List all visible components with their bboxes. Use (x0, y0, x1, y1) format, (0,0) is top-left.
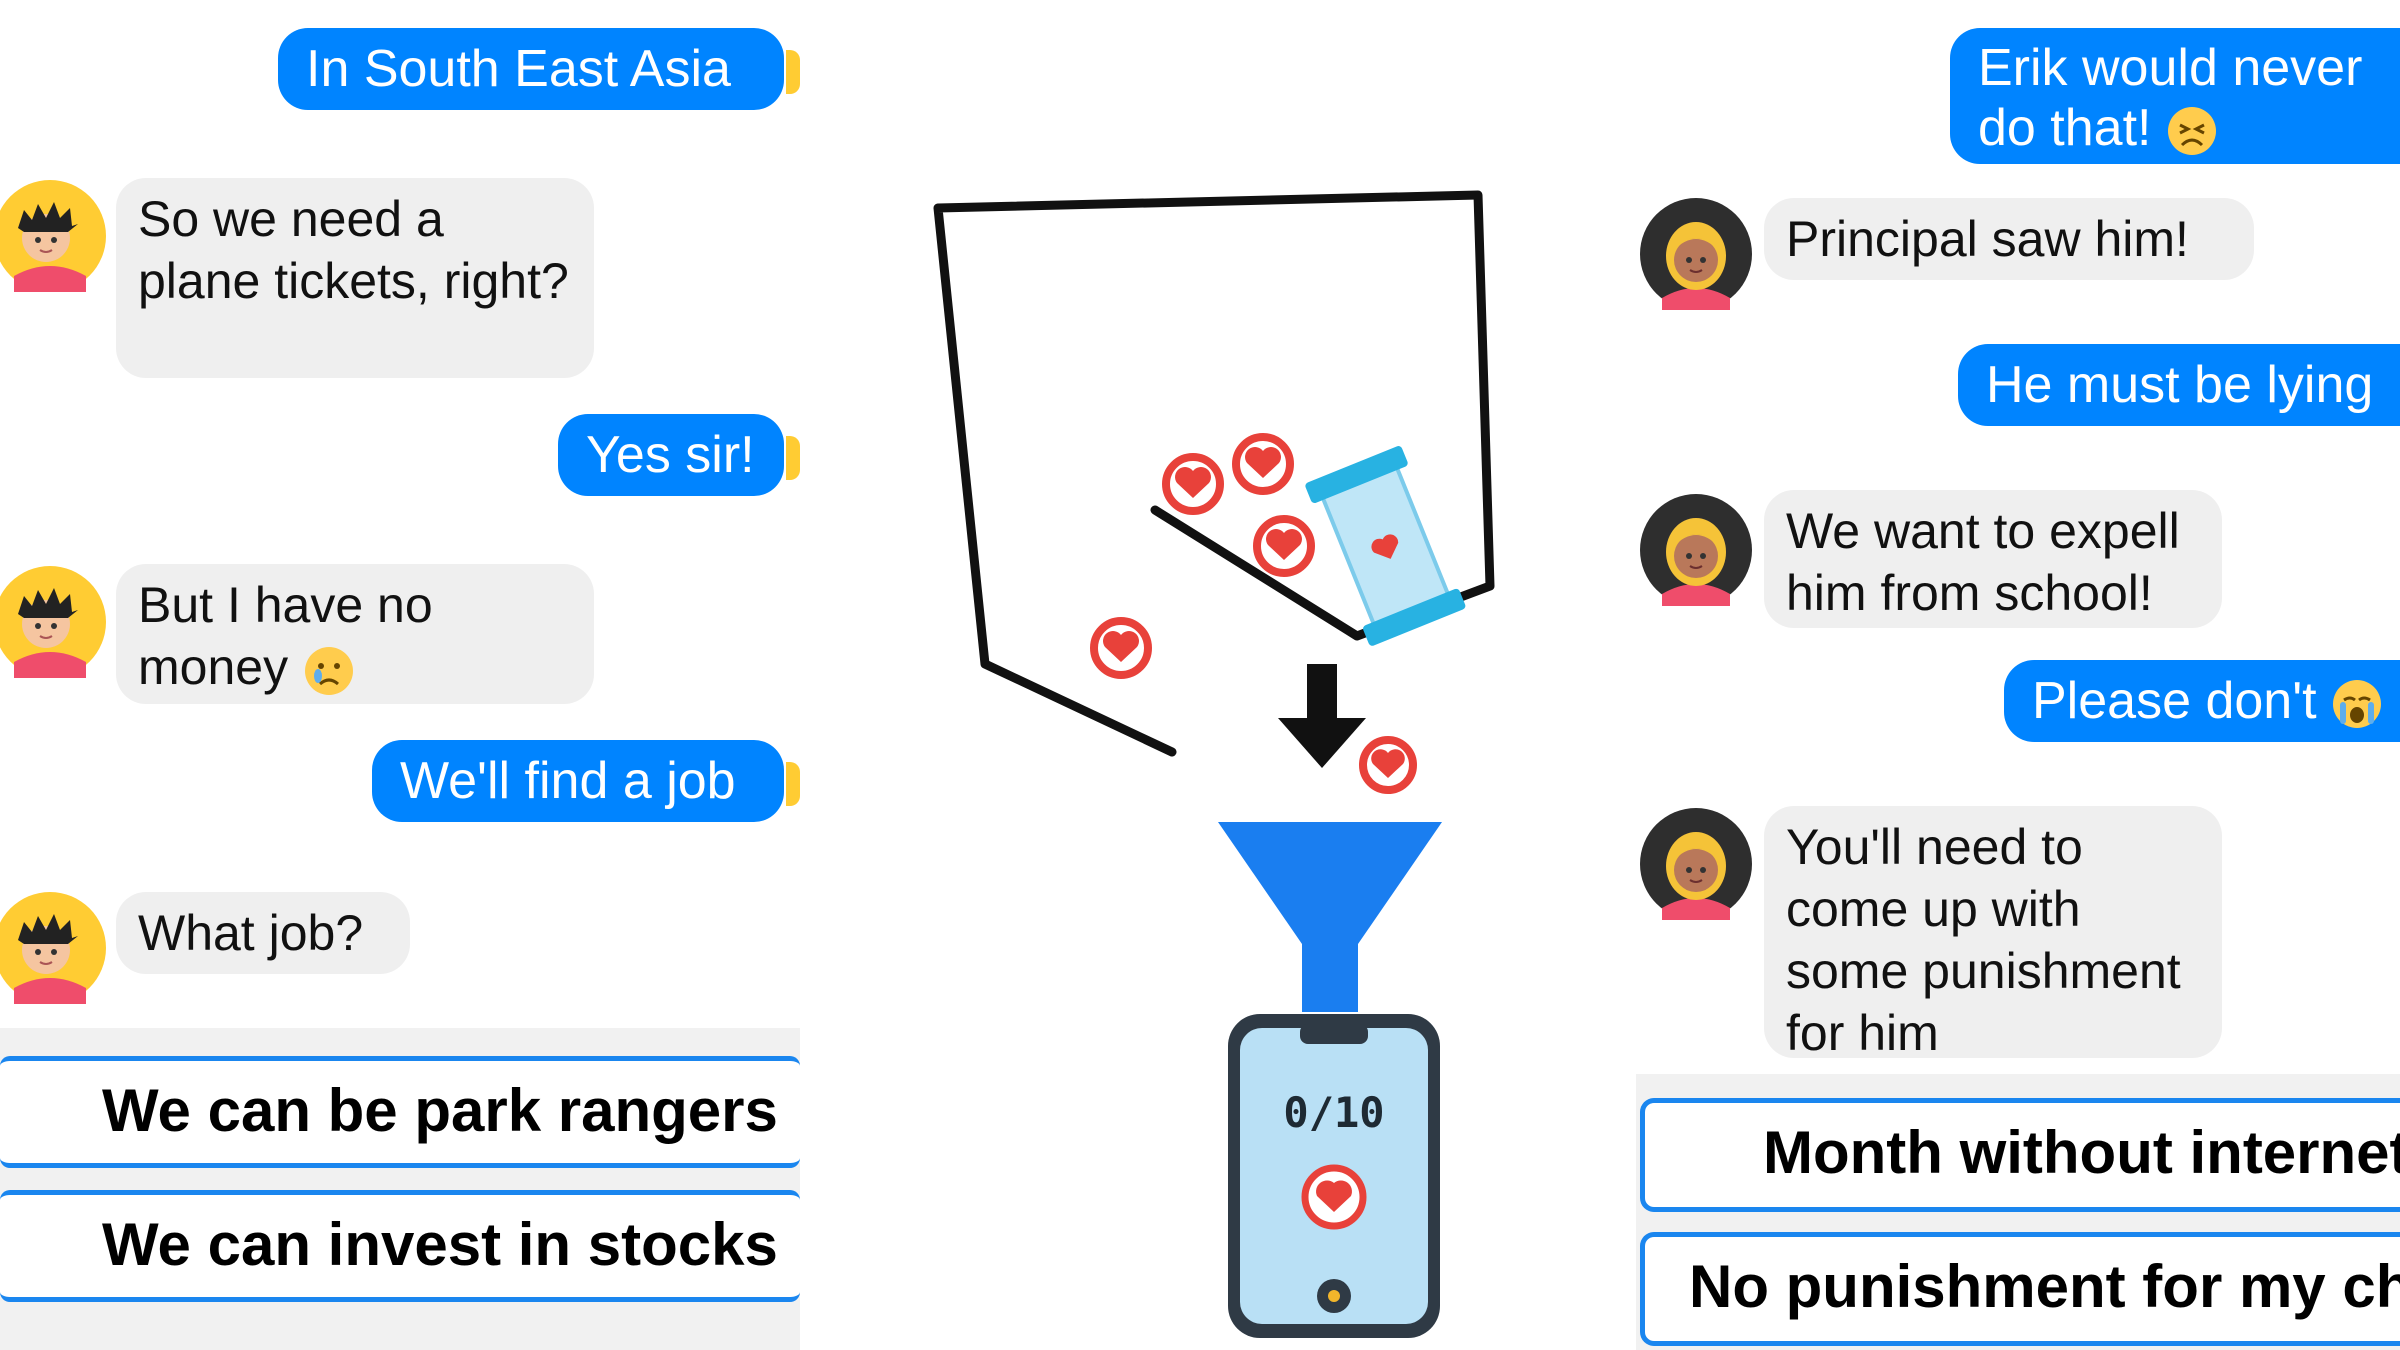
message-text: We want to expell him from school! (1786, 503, 2180, 621)
chat-bubble-outgoing: In South East Asia (278, 28, 784, 110)
message-text: You'll need to come up with some punishm… (1786, 819, 2181, 1061)
answer-label: We can be park rangers (102, 1077, 778, 1144)
message-text: Please don't (2032, 672, 2317, 730)
message-text: Principal saw him! (1786, 211, 2189, 267)
message-text: Yes sir! (586, 426, 755, 484)
answer-option-1[interactable]: We can be park rangers (0, 1056, 800, 1168)
answer-label: We can invest in stocks (102, 1211, 778, 1278)
arrow-down-icon (1278, 664, 1366, 768)
chat-bubble-incoming: You'll need to come up with some punishm… (1764, 806, 2222, 1061)
chat-bubble-incoming: What job? (116, 892, 410, 974)
message-text: Erik would never do that! (1978, 39, 2363, 157)
chat-bubble-incoming: But I have no money (116, 564, 594, 704)
message-text: He must be lying (1986, 356, 2374, 414)
message-text: We'll find a job (400, 752, 736, 810)
puzzle-scene (933, 190, 1495, 1338)
avatar-edge (786, 50, 800, 94)
heart-ball-icon[interactable] (1253, 515, 1315, 577)
avatar-edge (786, 436, 800, 480)
heart-dispenser-icon (1305, 446, 1466, 646)
message-text: So we need a plane tickets, right? (138, 191, 569, 309)
heart-ball-icon[interactable] (1232, 433, 1294, 495)
heart-ball-icon[interactable] (1090, 617, 1152, 679)
funnel-icon (1218, 822, 1442, 1012)
boy-avatar-icon (0, 566, 106, 678)
sobbing-emoji-icon (2333, 680, 2382, 729)
chat-bubble-incoming: Principal saw him! (1764, 198, 2254, 280)
answer-option-2[interactable]: We can invest in stocks (0, 1190, 800, 1302)
boy-avatar-icon (0, 892, 106, 1004)
avatar-edge (786, 762, 800, 806)
girl-avatar-icon (1640, 198, 1752, 310)
phone-goal-icon (1228, 1014, 1440, 1338)
answer-label: No punishment for my child (1689, 1253, 2400, 1320)
answer-option-2[interactable]: No punishment for my child (1640, 1232, 2400, 1346)
chat-bubble-outgoing: He must be lying (1958, 344, 2400, 426)
heart-counter: 0/10 (1283, 1088, 1385, 1137)
girl-avatar-icon (1640, 494, 1752, 606)
chat-bubble-outgoing: Erik would never do that! (1950, 28, 2400, 164)
persevering-emoji-icon (2167, 107, 2216, 156)
message-text: What job? (138, 905, 364, 961)
drawn-container-line[interactable] (933, 190, 1495, 757)
boy-avatar-icon (0, 180, 106, 292)
chat-bubble-incoming: So we need a plane tickets, right? (116, 178, 594, 378)
chat-bubble-incoming: We want to expell him from school! (1764, 490, 2222, 628)
message-text: In South East Asia (306, 40, 731, 98)
chat-bubble-outgoing: We'll find a job (372, 740, 784, 822)
heart-ball-icon[interactable] (1359, 736, 1417, 794)
message-text: But I have no money (138, 577, 433, 695)
crying-emoji-icon (304, 646, 353, 695)
chat-bubble-outgoing: Yes sir! (558, 414, 784, 496)
heart-ball-icon[interactable] (1162, 453, 1224, 515)
answer-option-1[interactable]: Month without internet (1640, 1098, 2400, 1212)
girl-avatar-icon (1640, 808, 1752, 920)
chat-bubble-outgoing: Please don't (2004, 660, 2400, 742)
answer-label: Month without internet (1763, 1119, 2400, 1186)
